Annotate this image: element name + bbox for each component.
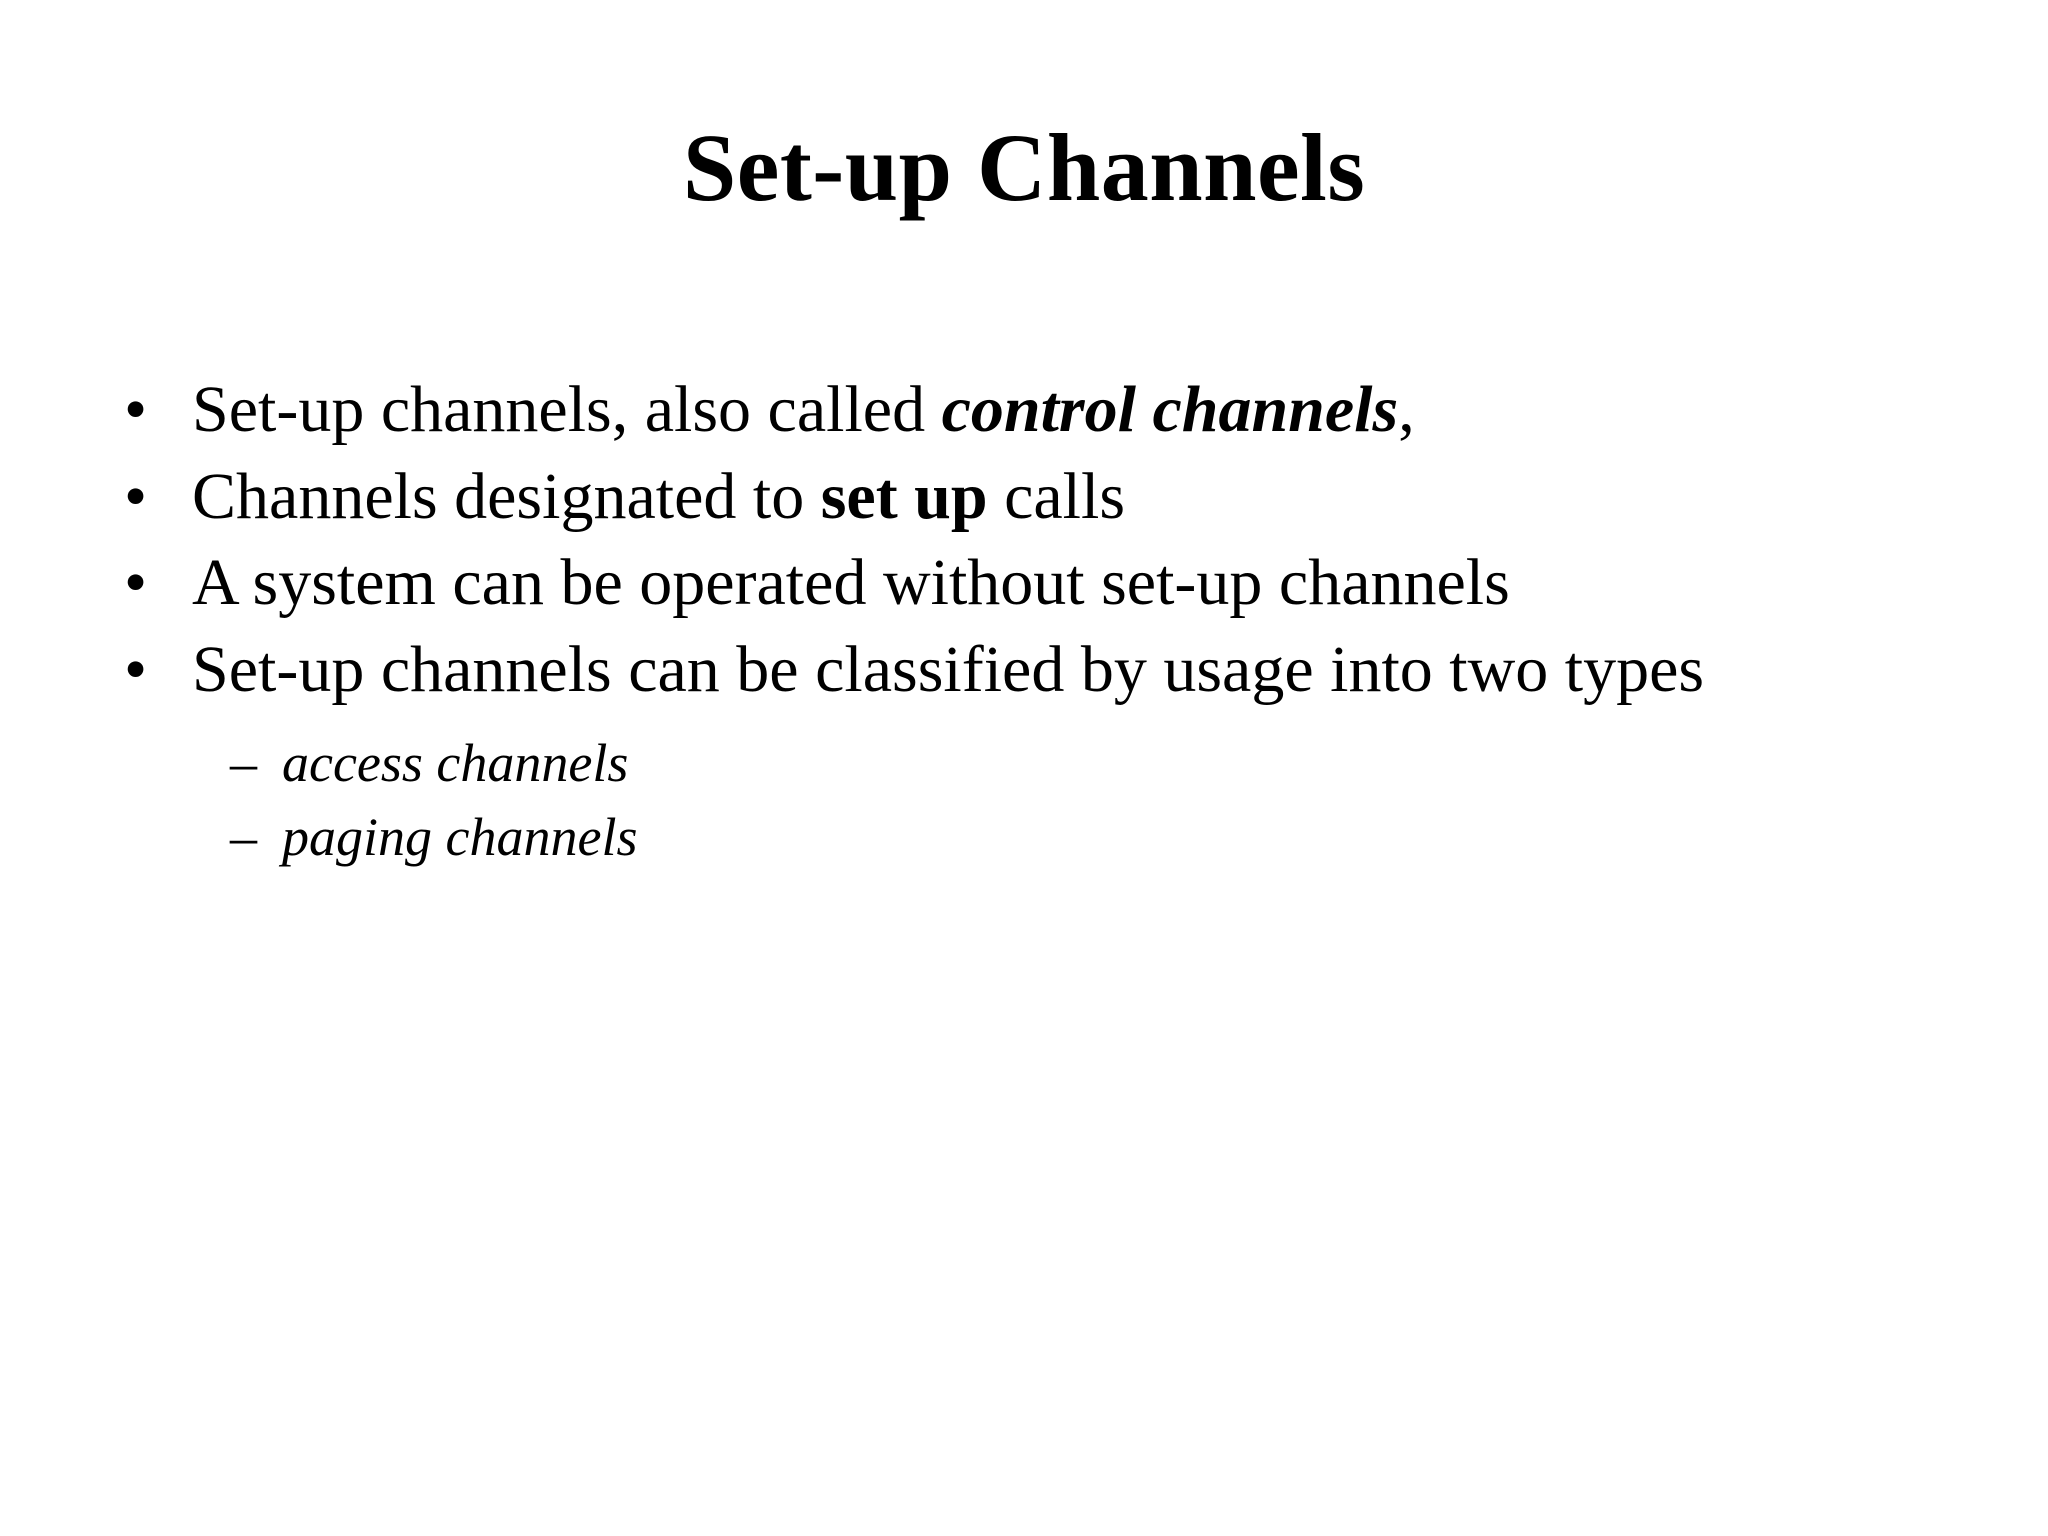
- list-item-text: Set-up channels, also called control cha…: [192, 370, 1988, 451]
- sub-list-item: – access channels: [230, 732, 1988, 796]
- dash-bullet-icon: –: [230, 806, 257, 867]
- sub-bullet-list: – access channels – paging channels: [230, 732, 1988, 869]
- list-item-text: Channels designated to set up calls: [192, 457, 1988, 538]
- bullet-point-icon: •: [124, 632, 148, 706]
- list-item: • A system can be operated without set-u…: [118, 543, 1988, 624]
- list-item: • Set-up channels, also called control c…: [118, 370, 1988, 451]
- list-item: • Channels designated to set up calls: [118, 457, 1988, 538]
- emphasis-run: set up: [820, 459, 988, 533]
- list-item: • Set-up channels can be classified by u…: [118, 630, 1988, 711]
- emphasis-run: control channels: [941, 373, 1399, 446]
- bullet-list: • Set-up channels, also called control c…: [118, 370, 1988, 880]
- bullet-point-icon: •: [124, 459, 148, 533]
- text-run: Set-up channels, also called: [192, 373, 942, 446]
- sub-list-item-text: access channels: [282, 733, 629, 794]
- dash-bullet-icon: –: [230, 733, 257, 794]
- text-run: calls: [987, 459, 1126, 533]
- bullet-point-icon: •: [124, 546, 148, 620]
- bullet-point-icon: •: [124, 373, 148, 446]
- page-title: Set-up Channels: [682, 114, 1366, 221]
- text-run: ,: [1398, 373, 1415, 446]
- list-item-text: A system can be operated without set-up …: [192, 546, 1510, 620]
- text-run: Channels designated to: [192, 459, 821, 533]
- sub-list-item-text: paging channels: [282, 806, 638, 867]
- sub-list-item: – paging channels: [230, 806, 1988, 870]
- list-item-text: Set-up channels can be classified by usa…: [192, 632, 1705, 706]
